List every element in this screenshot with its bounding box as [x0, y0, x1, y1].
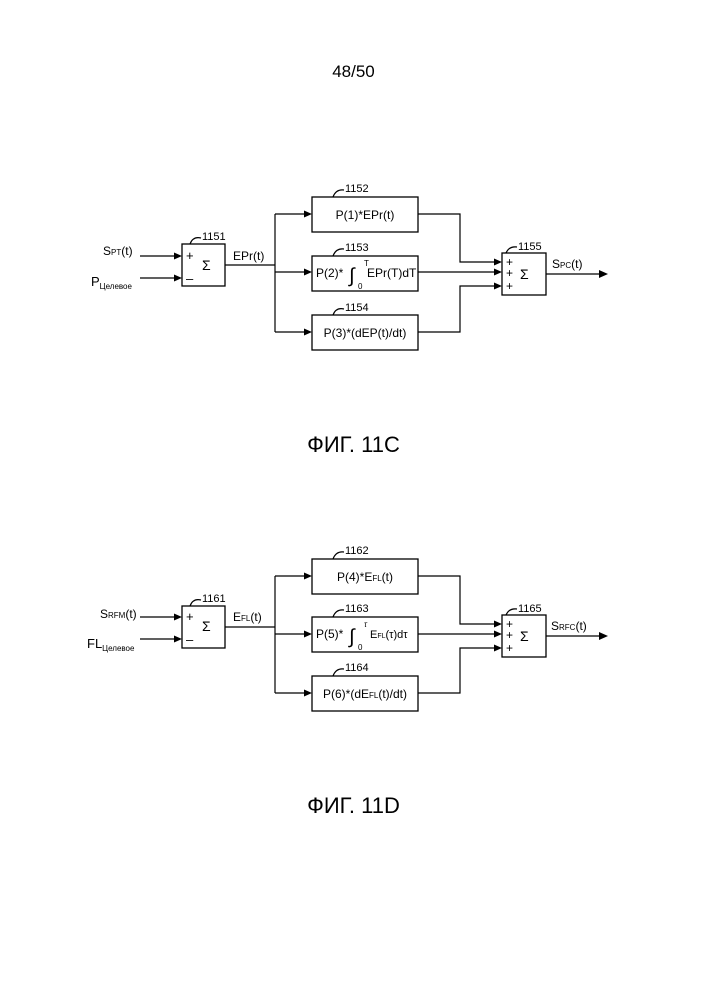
integral-term-label: EPr(T)dT: [367, 266, 417, 280]
ref-1155: 1155: [518, 241, 542, 253]
ref-1163-leader: [333, 610, 344, 617]
out-sum-sign-2: +: [506, 628, 513, 642]
output-signal-label: SRFC(t): [551, 619, 587, 633]
integral-gain-label: P(5)*: [316, 627, 344, 641]
ref-1162: 1162: [345, 545, 369, 557]
figure-11c: SPT(t) PЦелевое 1151 + – Σ EPr(t) 1152 P…: [91, 183, 608, 350]
error-signal-label: EFL(t): [233, 610, 262, 624]
out-sum-sign-2: +: [506, 266, 513, 280]
sum-minus-sign: –: [186, 632, 194, 647]
d-output-wire: [418, 648, 495, 693]
proportional-term-label: P(4)*EFL(t): [337, 570, 393, 584]
integral-gain-label: P(2)*: [316, 266, 344, 280]
ref-1161: 1161: [202, 593, 226, 605]
output-signal-label: SPC(t): [552, 257, 582, 271]
sum-plus-sign: +: [186, 248, 194, 263]
ref-1151-leader: [190, 238, 201, 244]
integral-lower-limit: 0: [358, 282, 363, 291]
d-output-wire: [418, 286, 495, 332]
ref-1165-leader: [506, 609, 517, 615]
sigma-symbol: Σ: [202, 618, 211, 634]
sigma-symbol: Σ: [520, 628, 529, 644]
branch-arrowhead-3: [304, 690, 312, 697]
branch-arrowhead-1: [304, 211, 312, 218]
ref-1153: 1153: [345, 242, 369, 254]
input-signal-label: SRFM(t): [100, 607, 137, 621]
integral-lower-limit: 0: [358, 643, 363, 652]
figure-caption-11c: ФИГ. 11С: [0, 432, 707, 458]
target-input-label: PЦелевое: [91, 274, 133, 291]
ref-1153-leader: [333, 249, 344, 256]
p-output-arrowhead: [494, 621, 502, 628]
branch-arrowhead-2: [304, 631, 312, 638]
d-output-arrowhead: [494, 283, 502, 290]
figure-11d: SRFM(t) FLЦелевое 1161 + – Σ EFL(t) 1162…: [87, 545, 608, 711]
sum-plus-sign: +: [186, 609, 194, 624]
ref-1162-leader: [333, 552, 344, 559]
ref-1163: 1163: [345, 603, 369, 615]
output-arrowhead: [599, 632, 608, 640]
input-arrowhead: [174, 253, 182, 260]
proportional-term-label: P(1)*EPr(t): [336, 208, 395, 222]
ref-1165: 1165: [518, 603, 542, 615]
ref-1164-leader: [333, 669, 344, 676]
figure-caption-11d: ФИГ. 11D: [0, 793, 707, 819]
out-sum-sign-3: +: [506, 279, 513, 293]
branch-arrowhead-1: [304, 573, 312, 580]
i-output-arrowhead: [494, 631, 502, 638]
derivative-term-label: P(6)*(dEFL(t)/dt): [323, 687, 407, 701]
input-signal-label: SPT(t): [103, 244, 133, 258]
ref-1155-leader: [506, 247, 517, 253]
ref-1151: 1151: [202, 231, 226, 243]
ref-1154-leader: [333, 309, 344, 315]
sum-minus-sign: –: [186, 271, 194, 286]
p-output-arrowhead: [494, 259, 502, 266]
target-arrowhead: [174, 275, 182, 282]
ref-1152: 1152: [345, 183, 369, 195]
ref-1161-leader: [190, 600, 201, 606]
out-sum-sign-3: +: [506, 641, 513, 655]
target-input-label: FLЦелевое: [87, 636, 135, 653]
p-output-wire: [418, 576, 495, 624]
derivative-term-label: P(3)*(dEP(t)/dt): [324, 326, 407, 340]
p-output-wire: [418, 214, 495, 262]
ref-1154: 1154: [345, 302, 369, 314]
i-output-arrowhead: [494, 269, 502, 276]
ref-1152-leader: [333, 190, 344, 197]
sigma-symbol: Σ: [520, 266, 529, 282]
ref-1164: 1164: [345, 662, 369, 674]
integral-term-label: EFL(τ)dτ: [370, 629, 408, 641]
branch-arrowhead-3: [304, 329, 312, 336]
error-signal-label: EPr(t): [233, 249, 264, 263]
output-arrowhead: [599, 270, 608, 278]
d-output-arrowhead: [494, 645, 502, 652]
sigma-symbol: Σ: [202, 257, 211, 273]
input-arrowhead: [174, 614, 182, 621]
branch-arrowhead-2: [304, 269, 312, 276]
target-arrowhead: [174, 636, 182, 643]
